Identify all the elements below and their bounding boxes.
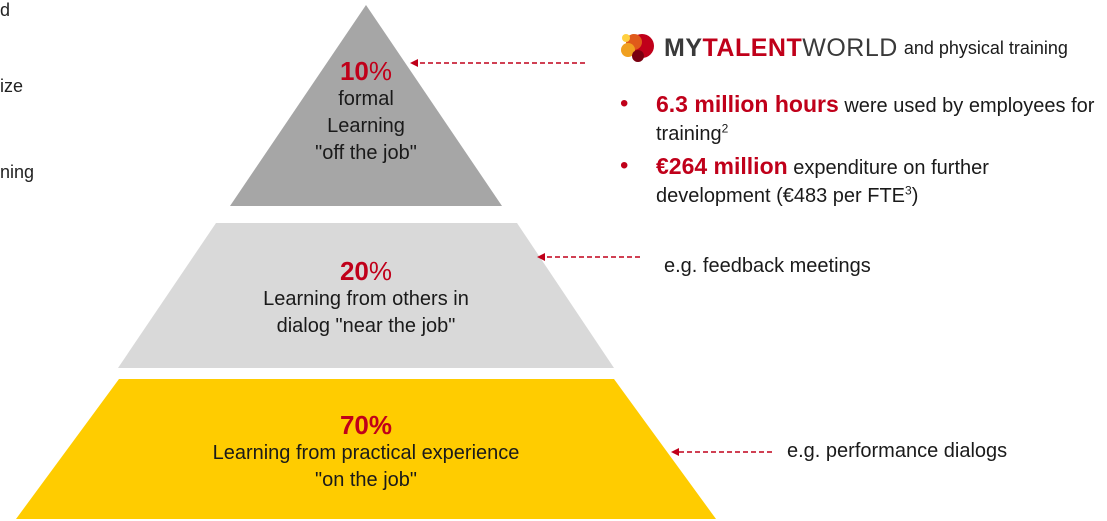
logo-world: WORLD [802,33,898,62]
tier-middle-line-1: Learning from others in [263,288,469,310]
tier-top-line-3: "off the job" [315,142,417,164]
tier-top-percent: 10% [286,56,446,86]
bullet-dot-icon: • [620,152,629,179]
tier-middle-text: 20% Learning from others in dialog "near… [206,256,526,340]
pyramid-tier-top [230,5,502,206]
tier-top-line-1: formal [338,88,394,110]
tier-middle-percent-value: 20 [339,256,369,286]
mytalentworld-logo: MYTALENTWORLD and physical training [612,30,1068,66]
pyramid-tier-bottom [16,379,716,519]
tier-top-percent-value: 10 [339,56,369,86]
logo-wordmark: MYTALENTWORLD [664,34,898,63]
tier-bottom-percent: 70% [339,410,393,440]
tier-middle-percent-sign: % [368,256,393,286]
bullet-expenditure: • €264 million expenditure on further de… [614,152,1104,210]
logo-talent: TALENT [702,33,803,62]
tier-top-line-2: Learning [327,115,405,137]
bullet-1-text: were used by employees for training [656,95,1095,145]
bullet-2-highlight: €264 million [656,153,788,179]
tier-middle-line-2: dialog "near the job" [276,315,456,337]
bullet-2-tail: ) [911,185,919,207]
bullet-2-text: expenditure on further development (€483… [656,157,989,207]
bullet-dot-icon: • [620,90,629,117]
left-fragment-2: ize [0,76,24,96]
pyramid-tier-middle [118,223,614,368]
note-feedback-meetings: e.g. feedback meetings [664,255,871,277]
tier-top-percent-sign: % [368,56,393,86]
tier-top-text: 10% formal Learning "off the job" [286,56,446,167]
bullet-1-highlight: 6.3 million hours [656,91,839,117]
logo-suffix: and physical training [903,37,1068,58]
left-fragment-1: d [0,0,11,20]
note-performance-dialogs: e.g. performance dialogs [787,440,1008,462]
bullet-2-footnote: 3 [905,183,912,198]
left-fragment-3: ning [0,162,35,182]
tier-bottom-line-1: Learning from practical experience [212,442,520,464]
tier-middle-percent: 20% [206,256,526,286]
logo-my: MY [664,33,703,62]
mytalentworld-logo-icon [621,34,654,62]
bullet-list: • 6.3 million hours were used by employe… [614,90,1104,214]
bullet-training-hours: • 6.3 million hours were used by employe… [614,90,1104,148]
tier-bottom-line-2: "on the job" [314,469,418,491]
tier-bottom-text: 70% Learning from practical experience "… [146,410,586,494]
bullet-1-footnote: 2 [721,121,729,136]
